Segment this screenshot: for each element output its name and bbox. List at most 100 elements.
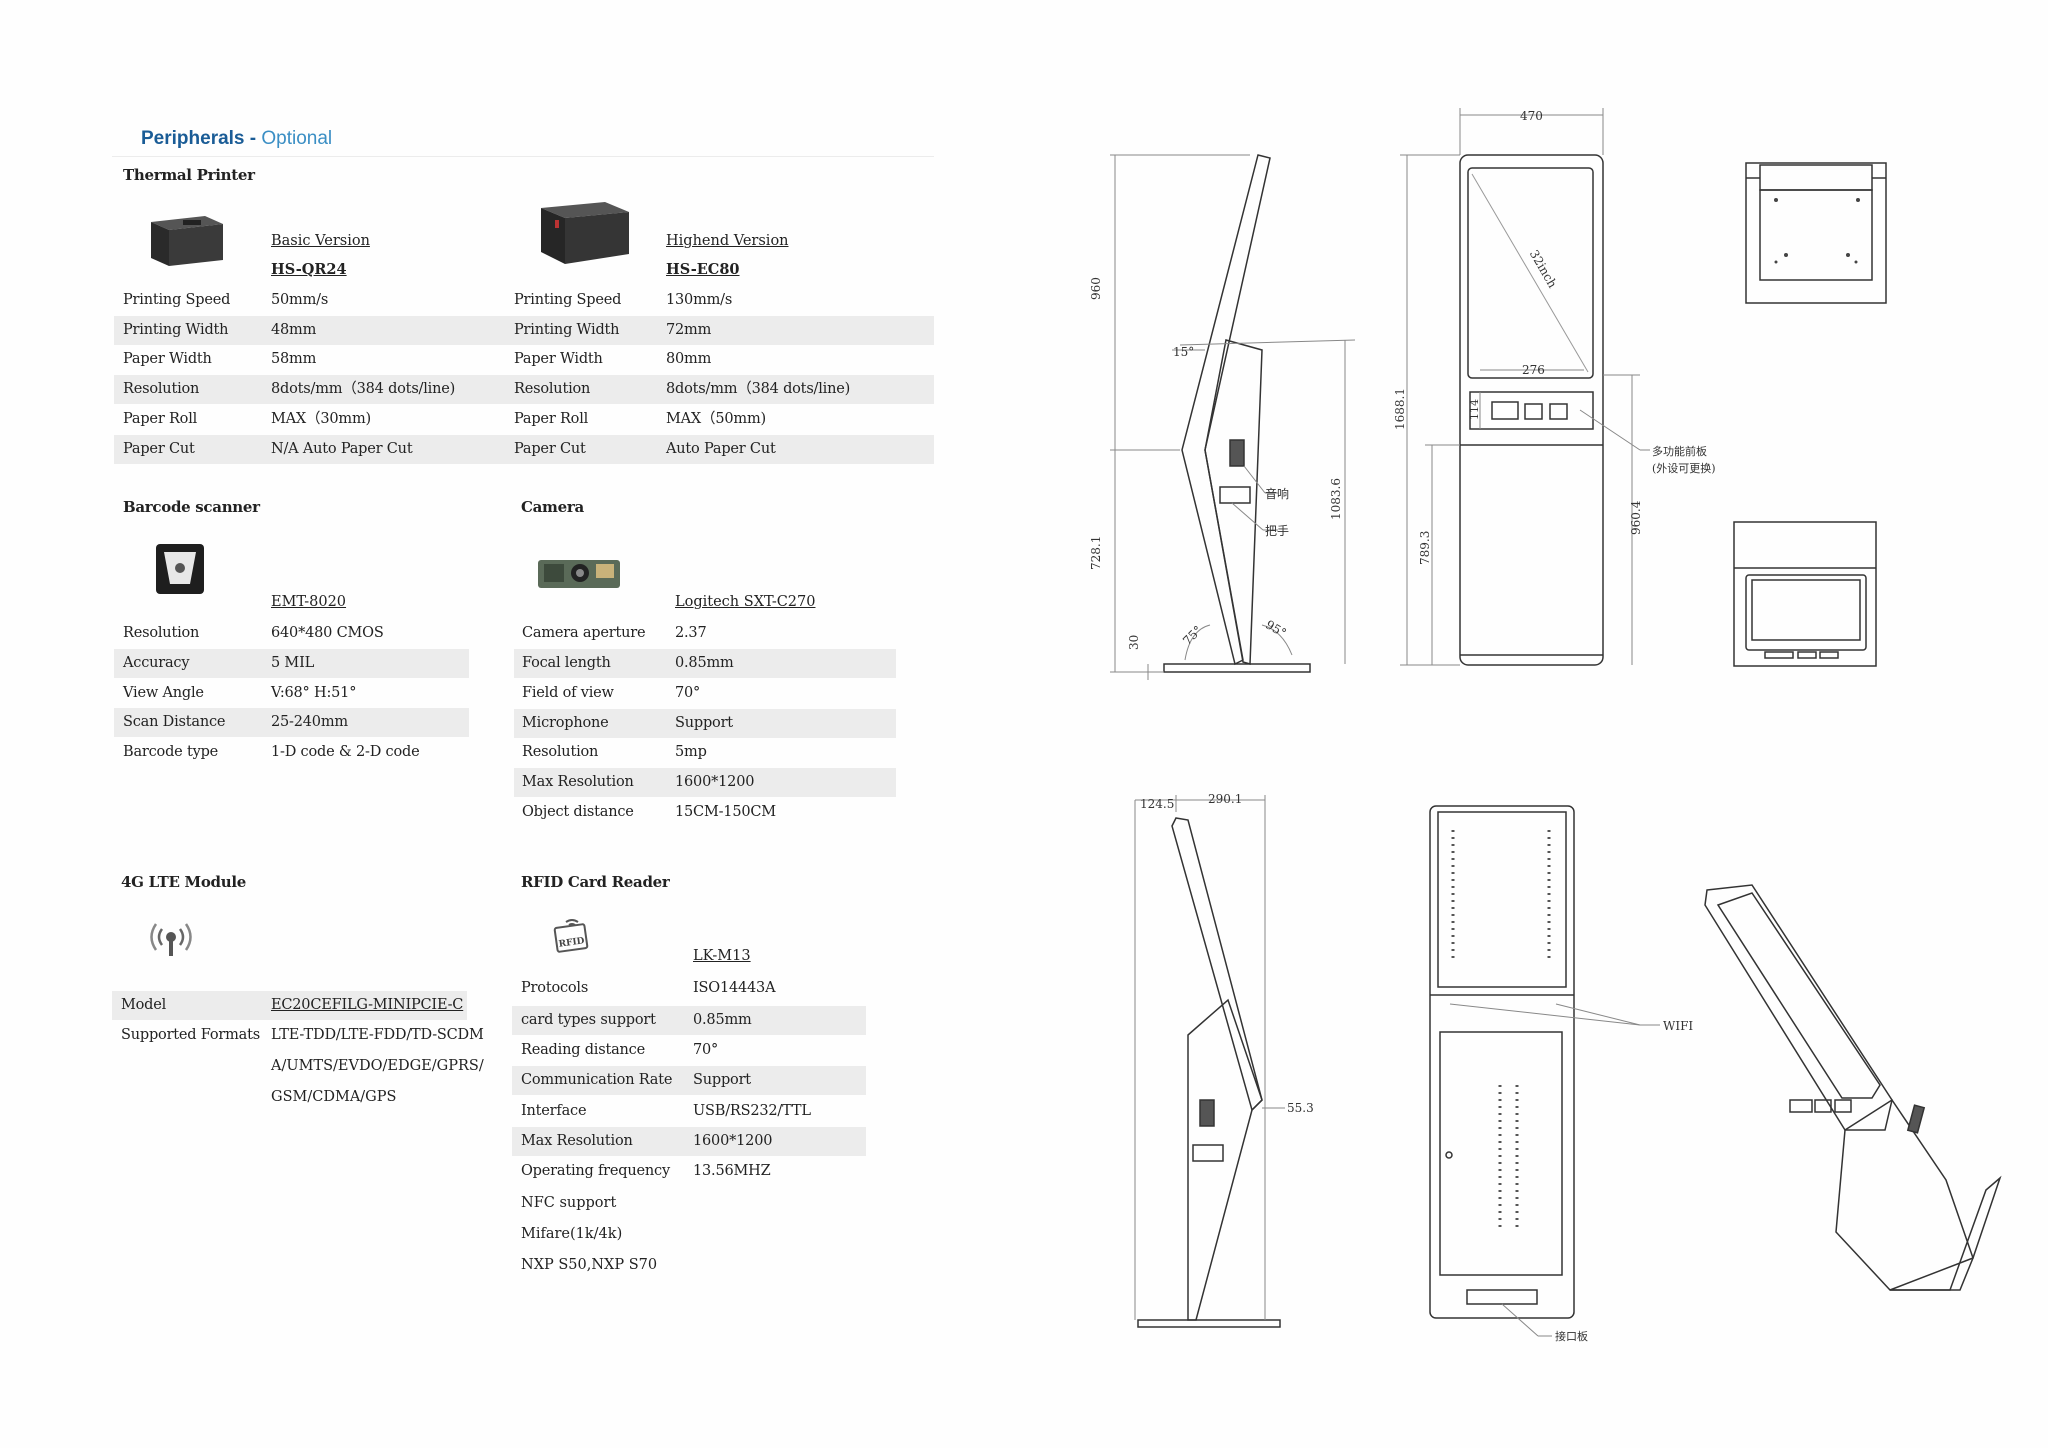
spec-value: 1600*1200 — [675, 774, 755, 790]
basic-version-label: Basic Version — [271, 233, 370, 249]
title-main: Peripherals - — [141, 128, 262, 149]
dim-front-height: 1688.1 — [1393, 388, 1407, 430]
kiosk-back-view — [1429, 805, 1660, 1337]
camera-row: Resolution 5mp — [514, 738, 896, 767]
thermal-row: Paper Roll MAX（30mm) Paper Roll MAX（50mm… — [114, 405, 934, 434]
label-speaker: 音响 — [1265, 486, 1289, 501]
spec-value: 48mm — [271, 322, 317, 338]
spec-value: 1-D code & 2-D code — [271, 744, 420, 760]
rfid-icon: RFID — [553, 919, 589, 953]
spec-label: View Angle — [123, 685, 204, 701]
spec-value: Auto Paper Cut — [666, 441, 776, 457]
dim-side2-offset: 124.5 — [1140, 797, 1174, 811]
spec-value: 8dots/mm（384 dots/line) — [666, 381, 851, 397]
screen-size-label: 32inch — [1527, 248, 1560, 291]
dim-front-panel-width: 276 — [1522, 363, 1545, 377]
spec-label: Paper Width — [514, 351, 603, 367]
camera-row: Object distance 15CM-150CM — [514, 798, 896, 827]
spec-value: 15CM-150CM — [675, 804, 776, 820]
kiosk-side-view-2 — [1134, 795, 1285, 1328]
rfid-extra-line: NXP S50,NXP S70 — [521, 1257, 658, 1273]
spec-value: 0.85mm — [693, 1012, 752, 1028]
rfid-row: card types support 0.85mm — [512, 1006, 866, 1035]
camera-heading: Camera — [521, 498, 584, 516]
spec-value: ISO14443A — [693, 980, 776, 996]
spec-label: Paper Cut — [514, 441, 586, 457]
camera-row: Focal length 0.85mm — [514, 649, 896, 678]
spec-label: Field of view — [522, 685, 614, 701]
spec-value: USB/RS232/TTL — [693, 1103, 811, 1119]
dim-side-angle-top: 15° — [1173, 345, 1194, 359]
dim-front-right: 960.4 — [1629, 500, 1643, 535]
spec-label: Supported Formats — [121, 1027, 260, 1043]
spec-value: 5mp — [675, 744, 707, 760]
spec-label: Accuracy — [123, 655, 190, 671]
spec-value: Support — [693, 1072, 751, 1088]
thermal-row: Printing Width 48mm Printing Width 72mm — [114, 316, 934, 345]
spec-label: Resolution — [123, 625, 200, 641]
spec-value: V:68° H:51° — [271, 685, 357, 701]
rfid-row: Communication Rate Support — [512, 1066, 866, 1095]
spec-value: 80mm — [666, 351, 712, 367]
spec-value: 13.56MHZ — [693, 1163, 771, 1179]
dim-side-overall: 1083.6 — [1329, 478, 1343, 520]
spec-value: Support — [675, 715, 733, 731]
dim-side2-depth: 290.1 — [1208, 792, 1242, 806]
spec-label: Model — [121, 997, 167, 1013]
kiosk-technical-drawings: 960 728.1 1083.6 30 15° 75° 95° 音响 把手 47… — [1089, 108, 2002, 1343]
spec-value: 70° — [675, 685, 701, 701]
spec-value: 25-240mm — [271, 714, 348, 730]
thermal-row: Paper Width 58mm Paper Width 80mm — [114, 345, 934, 374]
spec-label: Barcode type — [123, 744, 219, 760]
camera-row: Max Resolution 1600*1200 — [514, 768, 896, 797]
camera-module-image — [538, 560, 620, 588]
spec-value: EC20CEFILG-MINIPCIE-C — [271, 997, 464, 1013]
barcode-model: EMT-8020 — [271, 594, 347, 610]
panel-note-line2: (外设可更换) — [1652, 461, 1716, 475]
spec-value: 8dots/mm（384 dots/line) — [271, 381, 456, 397]
basic-model: HS-QR24 — [271, 261, 347, 278]
dim-front-width: 470 — [1520, 109, 1543, 123]
dim-side-angle-left: 75° — [1180, 623, 1205, 648]
kiosk-front-view — [1400, 108, 1650, 666]
spec-label: Reading distance — [521, 1042, 645, 1058]
spec-label: Operating frequency — [521, 1163, 670, 1179]
title-divider — [112, 156, 934, 157]
lte-format-line: GSM/CDMA/GPS — [271, 1089, 397, 1105]
spec-value: 50mm/s — [271, 292, 329, 308]
spec-value: 58mm — [271, 351, 317, 367]
lte-heading: 4G LTE Module — [121, 873, 246, 891]
printer-high-image — [541, 202, 629, 264]
spec-value: 2.37 — [675, 625, 707, 641]
spec-label: Paper Cut — [123, 441, 195, 457]
spec-label: Scan Distance — [123, 714, 226, 730]
page-title: Peripherals - Optional — [141, 128, 332, 150]
kiosk-side-view — [1110, 154, 1356, 680]
spec-value: 640*480 CMOS — [271, 625, 384, 641]
rfid-model: LK-M13 — [693, 948, 751, 964]
dim-side-base: 30 — [1127, 635, 1141, 650]
rfid-row: Interface USB/RS232/TTL — [512, 1097, 866, 1126]
spec-label: Max Resolution — [521, 1133, 633, 1149]
spec-label: Object distance — [522, 804, 634, 820]
label-wifi: WIFI — [1663, 1019, 1693, 1033]
spec-label: card types support — [521, 1012, 656, 1028]
dim-side-angle-right: 95° — [1263, 617, 1288, 640]
spec-label: Printing Width — [123, 322, 229, 338]
spec-label: Paper Width — [123, 351, 212, 367]
spec-label: Resolution — [522, 744, 599, 760]
barcode-row: View Angle V:68° H:51° — [114, 679, 469, 708]
spec-label: Resolution — [123, 381, 200, 397]
spec-value: LTE-TDD/LTE-FDD/TD-SCDM — [271, 1027, 484, 1043]
spec-label: Resolution — [514, 381, 591, 397]
spec-label: Paper Roll — [514, 411, 589, 427]
rfid-icon-text: RFID — [558, 936, 585, 950]
dim-front-lower: 789.3 — [1418, 531, 1432, 565]
barcode-row: Scan Distance 25-240mm — [114, 708, 469, 737]
spec-label: Protocols — [521, 980, 589, 996]
lte-row: Model EC20CEFILG-MINIPCIE-C — [112, 991, 467, 1020]
kiosk-top-view — [1733, 521, 1877, 667]
barcode-row: Barcode type 1-D code & 2-D code — [114, 738, 469, 767]
high-version-label: Highend Version — [666, 233, 789, 249]
high-model: HS-EC80 — [666, 261, 740, 278]
